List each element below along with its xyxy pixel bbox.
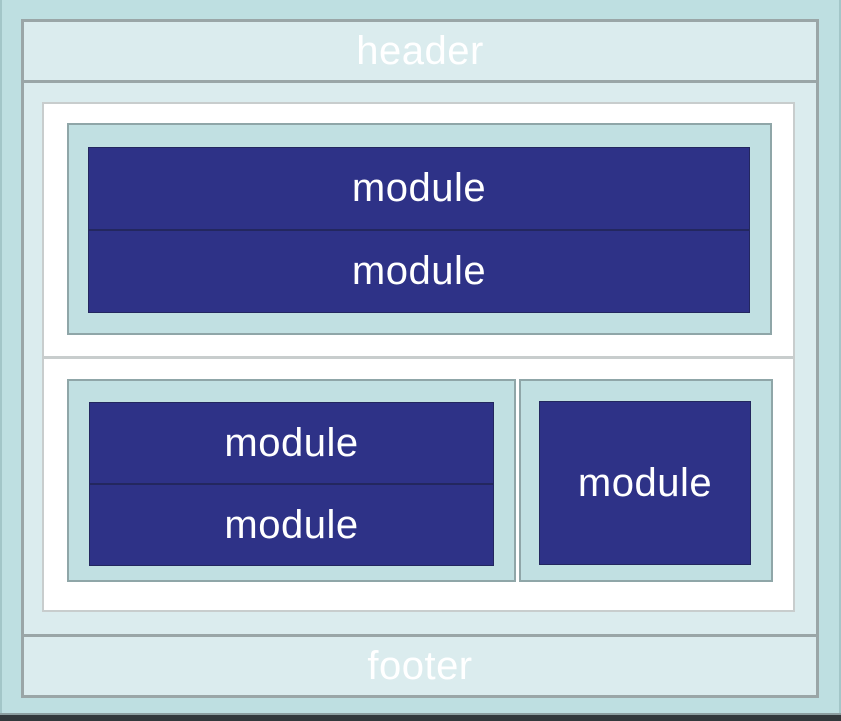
panel-bottom-left: module module — [67, 379, 516, 582]
module-block: module — [88, 229, 750, 313]
header-label: header — [356, 28, 484, 73]
module-block: module — [539, 401, 751, 565]
bottom-edge-highlight — [0, 713, 841, 715]
section-top: module module — [42, 102, 795, 358]
module-block: module — [89, 483, 494, 566]
footer-bar: footer — [24, 634, 816, 695]
main-content: module module module module — [24, 83, 816, 634]
section-bottom: module module module — [42, 357, 795, 612]
module-block: module — [89, 402, 494, 484]
panel-top: module module — [67, 123, 772, 335]
footer-label: footer — [367, 643, 473, 688]
module-label: module — [577, 460, 713, 505]
left-edge-line — [0, 0, 2, 721]
module-label: module — [224, 502, 359, 547]
panel-bottom-right: module — [519, 379, 773, 582]
page-container: header module module module — [21, 19, 819, 698]
right-edge-line — [839, 0, 841, 721]
bottom-edge-bar — [0, 715, 841, 721]
header-bar: header — [24, 22, 816, 83]
module-block: module — [88, 147, 750, 230]
module-label: module — [351, 166, 487, 210]
module-label: module — [224, 420, 359, 465]
module-label: module — [351, 249, 487, 293]
